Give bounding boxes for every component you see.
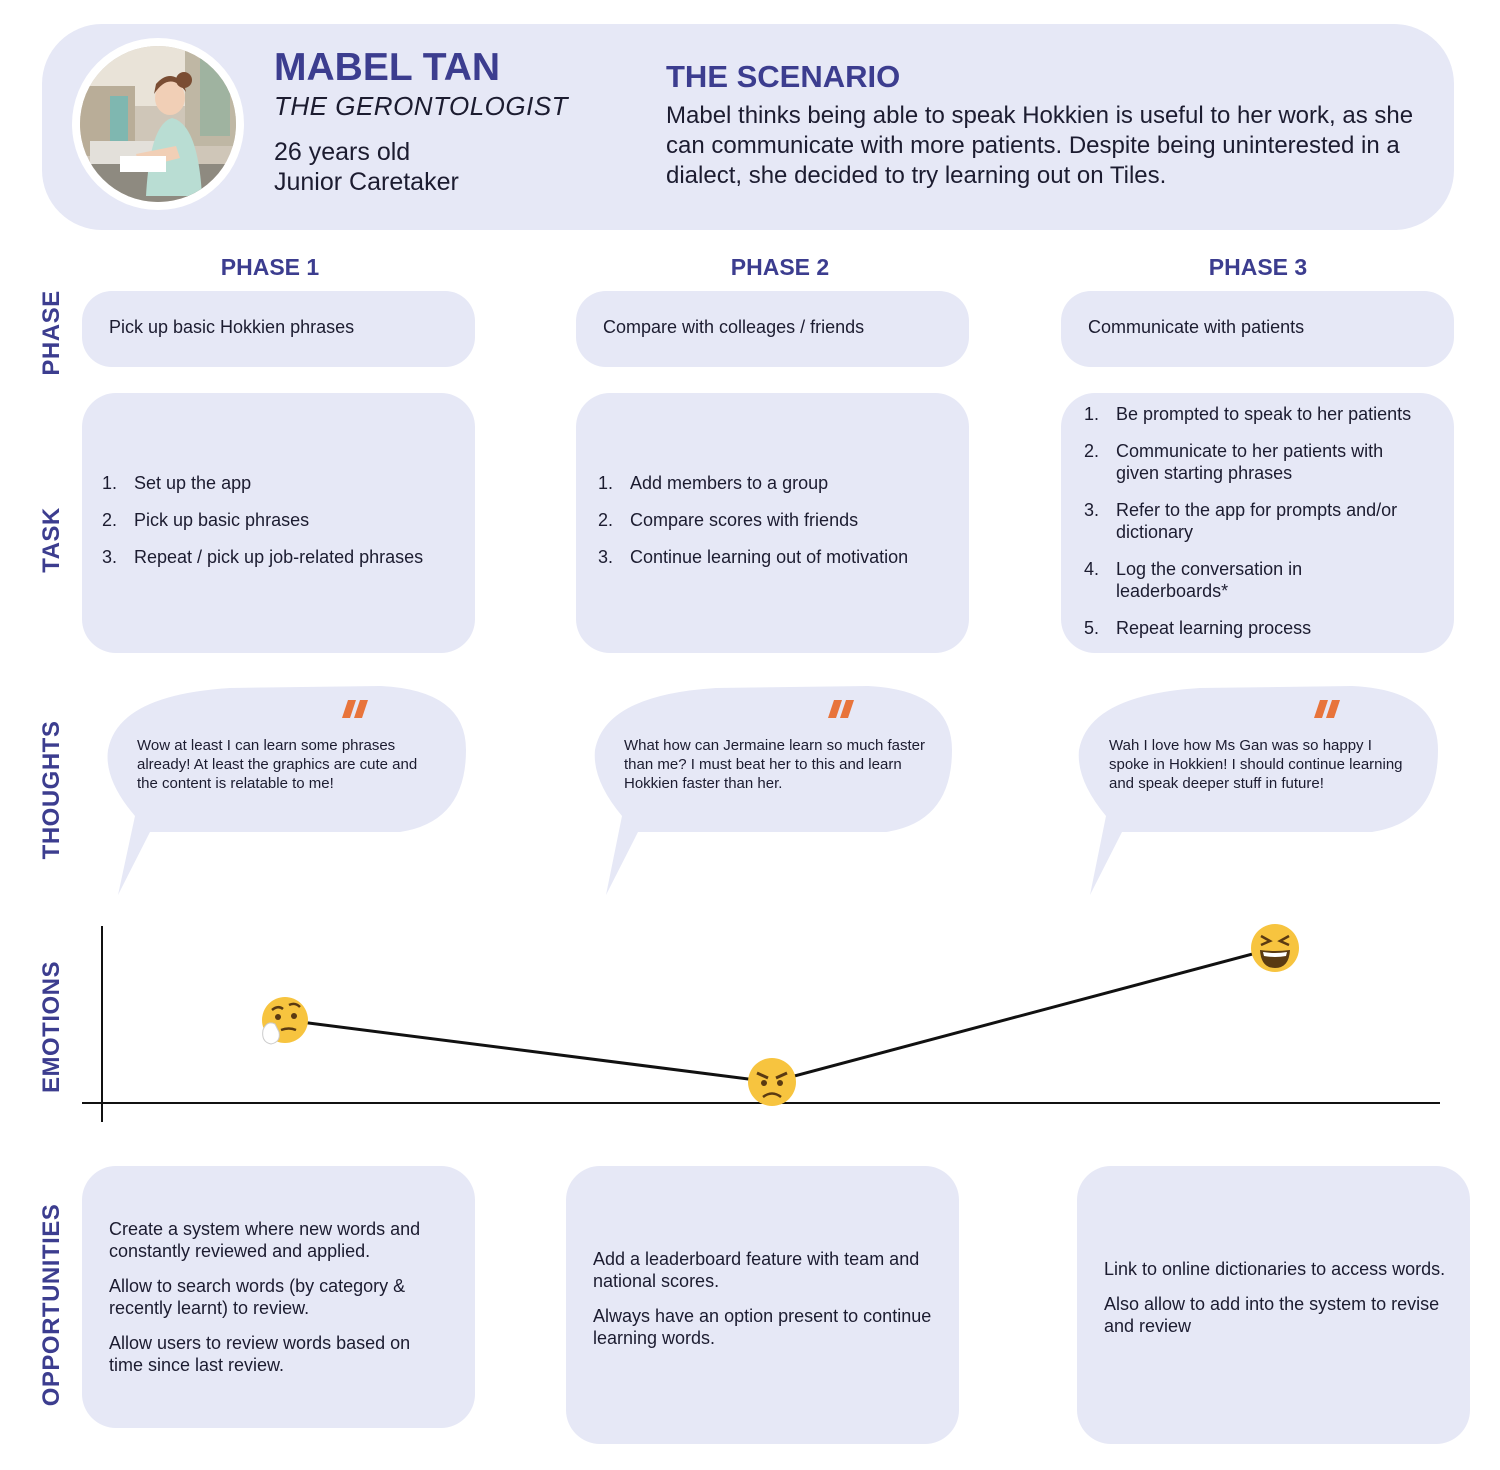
phase-3-thought-bubble — [1078, 686, 1438, 895]
phase-2-title: PHASE 2 — [730, 254, 830, 280]
task-item: 1.Add members to a group — [598, 473, 829, 493]
phase-1-task-list: 1.Set up the app 2.Pick up basic phrases… — [102, 472, 462, 568]
opportunity-item: Allow users to review words based on tim… — [109, 1333, 411, 1375]
task-item: 2.Compare scores with friends — [598, 510, 859, 530]
laughing-face-icon — [1251, 924, 1299, 972]
opportunity-item: Allow to search words (by category & rec… — [109, 1276, 406, 1318]
phase-2-goal-card: Compare with colleages / friends — [576, 291, 969, 367]
phase-3-title: PHASE 3 — [1208, 254, 1308, 280]
emotions-chart — [82, 924, 1440, 1122]
phase-3-goal: Communicate with patients — [1088, 317, 1305, 337]
phase-2-opportunity-card — [566, 1166, 959, 1444]
persona-age: 26 years old — [274, 138, 411, 166]
scenario-title: THE SCENARIO — [666, 59, 901, 94]
opportunity-item: Always have an option present to continu… — [593, 1306, 932, 1348]
quote-mark-icon — [828, 700, 854, 718]
opportunity-item: Add a leaderboard feature with team and … — [593, 1249, 920, 1291]
task-item: 4.Log the conversation in leaderboards* — [1084, 559, 1303, 601]
thinking-face-icon — [262, 997, 308, 1045]
phase-2-task-list: 1.Add members to a group 2.Compare score… — [598, 472, 958, 568]
persona-name: MABEL TAN — [274, 46, 501, 89]
phase-3-goal-card: Communicate with patients — [1061, 291, 1454, 367]
opportunity-item: Also allow to add into the system to rev… — [1104, 1294, 1440, 1336]
persona-header — [42, 24, 1454, 230]
persona-occupation: Junior Caretaker — [274, 168, 459, 196]
task-item: 1.Be prompted to speak to her patients — [1084, 404, 1412, 424]
phase-2-goal: Compare with colleages / friends — [603, 317, 865, 337]
phase-1-opportunities: Create a system where new words and cons… — [109, 1218, 444, 1389]
angry-face-icon — [748, 1058, 796, 1106]
task-item: 1.Set up the app — [102, 473, 252, 493]
phase-3-opportunity-card — [1077, 1166, 1470, 1444]
thought-bubbles — [107, 686, 1438, 895]
phase-3-task-card — [1061, 393, 1454, 653]
phase-3-task-list: 1.Be prompted to speak to her patients 2… — [1084, 403, 1439, 639]
phase-1-thought-bubble — [107, 686, 467, 895]
phase-2-thought-bubble — [594, 686, 952, 895]
task-item: 2.Pick up basic phrases — [102, 510, 310, 530]
phase-3-opportunities: Link to online dictionaries to access wo… — [1104, 1258, 1449, 1350]
task-item: 2.Communicate to her patients with given… — [1084, 441, 1384, 483]
persona-photo — [80, 46, 236, 202]
phase-1-goal-card: Pick up basic Hokkien phrases — [82, 291, 475, 367]
phase-2-thought: What how can Jermaine learn so much fast… — [624, 737, 925, 792]
opportunity-item: Link to online dictionaries to access wo… — [1104, 1259, 1446, 1279]
task-item: 3.Repeat / pick up job-related phrases — [102, 547, 424, 567]
phase-2-task-card — [576, 393, 969, 653]
quote-mark-icon — [1314, 700, 1340, 718]
scenario-text: Mabel thinks being able to speak Hokkien… — [666, 102, 1414, 189]
phase-1-goal: Pick up basic Hokkien phrases — [109, 317, 355, 337]
persona-role: THE GERONTOLOGIST — [274, 91, 569, 121]
phase-2-opportunities: Add a leaderboard feature with team and … — [593, 1248, 933, 1362]
quote-mark-icon — [342, 700, 368, 718]
task-item: 3.Refer to the app for prompts and/or di… — [1084, 500, 1398, 542]
phase-3-thought: Wah I love how Ms Gan was so happy I spo… — [1109, 737, 1403, 792]
opportunity-item: Create a system where new words and cons… — [109, 1219, 421, 1261]
task-item: 5.Repeat learning process — [1084, 618, 1312, 638]
persona-avatar — [72, 38, 244, 210]
phase-1-task-card — [82, 393, 475, 653]
phase-1-title: PHASE 1 — [220, 254, 320, 280]
phase-1-opportunity-card — [82, 1166, 475, 1428]
task-item: 3.Continue learning out of motivation — [598, 547, 909, 567]
phase-1-thought: Wow at least I can learn some phrases al… — [137, 737, 418, 792]
